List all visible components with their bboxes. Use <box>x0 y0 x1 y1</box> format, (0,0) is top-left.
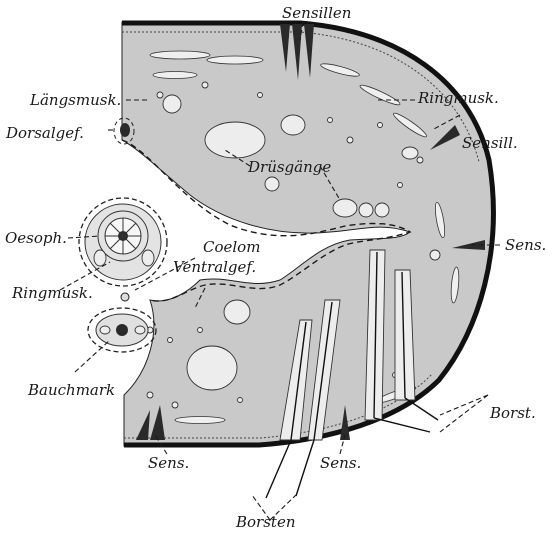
label-ringmusk-left: Ringmusk. <box>11 284 93 302</box>
label-sens-bottom-mid: Sens. <box>320 454 361 472</box>
label-ventralgef: Ventralgef. <box>173 258 256 276</box>
label-laengsmusk: Längsmusk. <box>29 91 121 109</box>
body-wall <box>122 22 494 446</box>
ventral-vessel <box>121 293 129 301</box>
label-druesgaenge: Drüsgänge <box>247 158 331 176</box>
oesophagus <box>79 198 167 286</box>
label-ringmusk-right: Ringmusk. <box>417 89 499 107</box>
label-oesoph: Oesoph. <box>5 229 67 247</box>
label-bauchmark: Bauchmark <box>27 381 115 399</box>
label-dorsalgef: Dorsalgef. <box>5 124 84 142</box>
label-coelom: Coelom <box>203 238 260 256</box>
label-borsten: Borsten <box>235 513 296 531</box>
label-sens-right: Sens. <box>505 236 546 254</box>
label-sens-bottom-left: Sens. <box>148 454 189 472</box>
label-sensillen: Sensillen <box>282 4 351 22</box>
label-sensill: Sensill. <box>462 134 518 152</box>
ventral-nerve-cord <box>88 308 156 352</box>
label-borst: Borst. <box>489 404 536 422</box>
